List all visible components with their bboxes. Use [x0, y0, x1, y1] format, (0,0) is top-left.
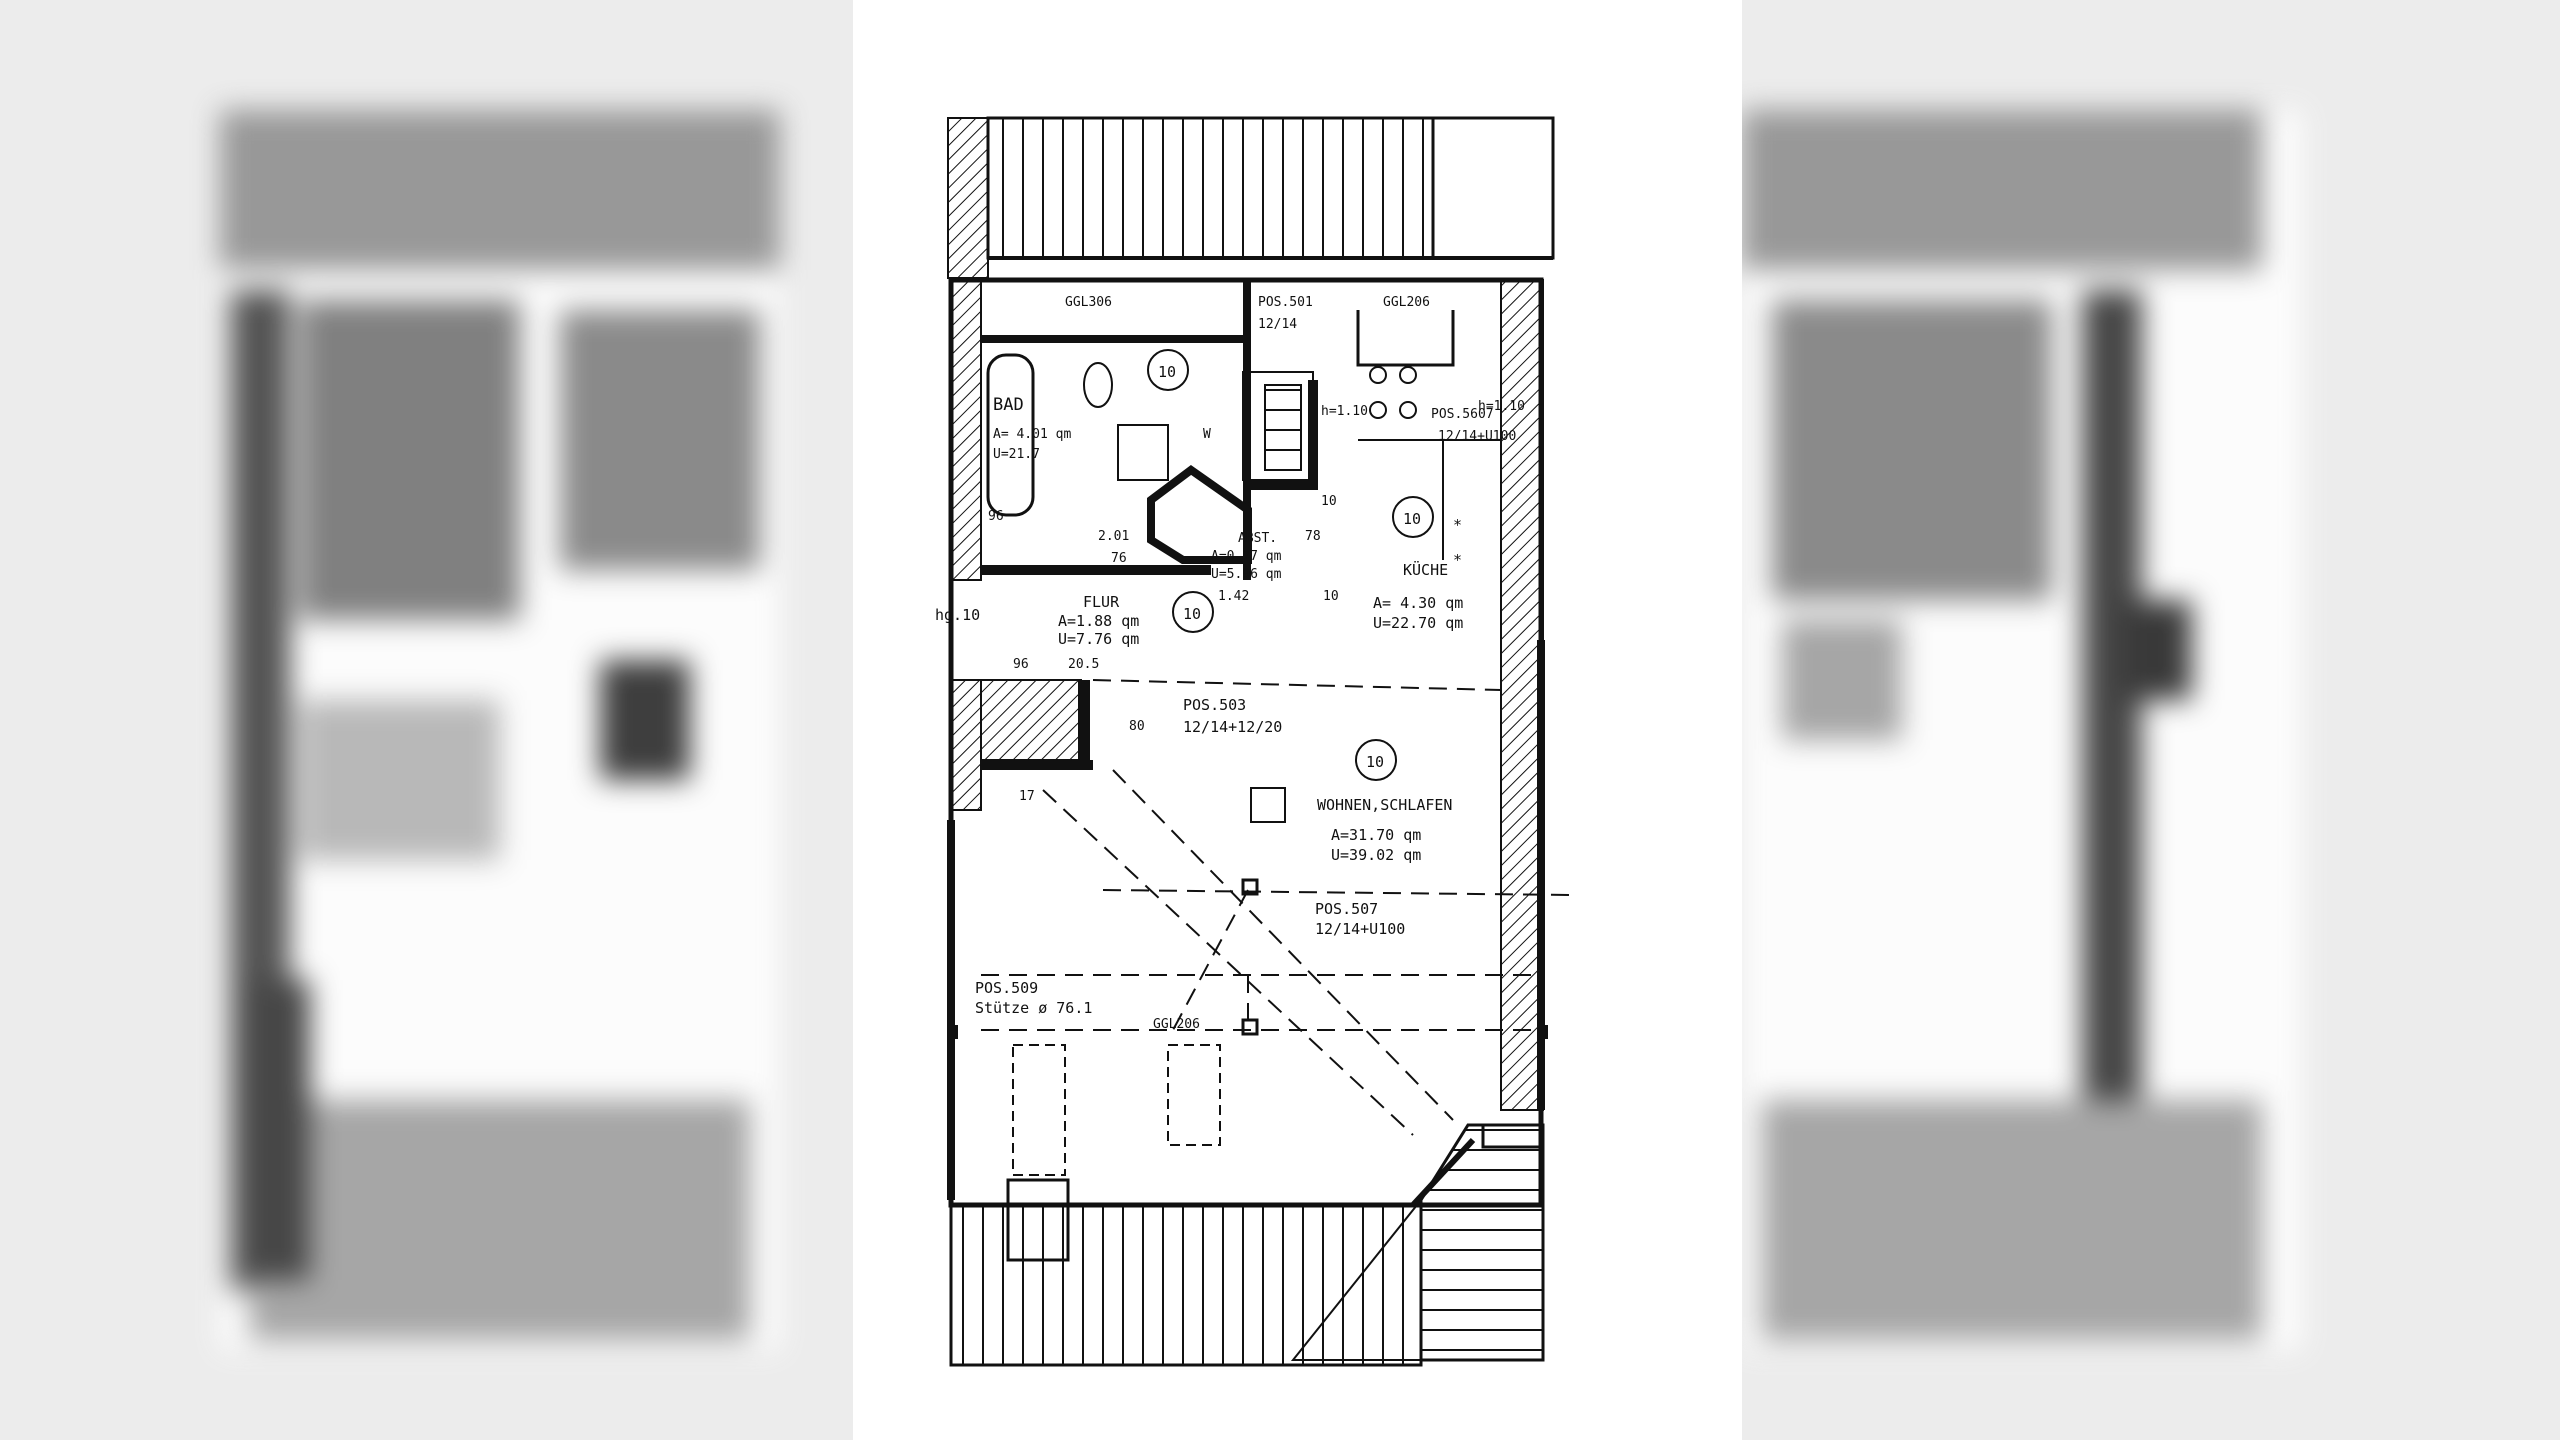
room-label-bad: BAD: [993, 395, 1024, 415]
svg-text:10: 10: [1158, 363, 1176, 381]
room-label-wohnen: WOHNEN,SCHLAFEN: [1317, 796, 1452, 814]
bathroom-fixtures: [986, 353, 1169, 517]
dim-78: 78: [1305, 529, 1321, 544]
dim-h110b: h=1.10: [1478, 399, 1525, 414]
label-hg10: hg.10: [935, 606, 980, 624]
svg-text:*: *: [1453, 551, 1462, 569]
label-pos507: POS.507: [1315, 900, 1378, 918]
dim-96a: 96: [988, 509, 1004, 524]
dim-205: 20.5: [1068, 657, 1099, 672]
label-ggl206-top: GGL206: [1383, 295, 1430, 310]
room-area-wohnen: A=31.70 qm: [1331, 826, 1421, 844]
label-ggl206-bottom: GGL206: [1153, 1017, 1200, 1032]
dim-142: 1.42: [1218, 589, 1249, 604]
dim-10b: 10: [1321, 494, 1337, 509]
roof-bottom: [949, 1123, 1545, 1367]
roof-top: [947, 116, 1555, 279]
label-stuetze: Stütze ø 76.1: [975, 999, 1092, 1017]
dim-96b: 96: [1013, 657, 1029, 672]
room-marker-bad: 10: [1147, 349, 1189, 391]
label-pos503: POS.503: [1183, 696, 1246, 714]
dim-201: 2.01: [1098, 529, 1129, 544]
room-marker-wohnen: 10: [1355, 739, 1397, 781]
blurred-background-right: [1742, 0, 2560, 1440]
label-ggl306: GGL306: [1065, 295, 1112, 310]
room-area-bad: A= 4.01 qm: [993, 427, 1071, 442]
room-label-flur: FLUR: [1083, 593, 1120, 611]
room-area-flur: A=1.88 qm: [1058, 612, 1139, 630]
dim-h110: h=1.10: [1321, 404, 1368, 419]
label-pos501-dim: 12/14: [1258, 317, 1297, 332]
floor-plan-drawing: * *: [935, 116, 1574, 1367]
room-marker-flur: 10: [1172, 591, 1214, 633]
room-marker-kueche: 10: [1392, 496, 1434, 538]
svg-text:10: 10: [1366, 753, 1384, 771]
dim-17: 17: [1019, 789, 1035, 804]
room-perimeter-wohnen: U=39.02 qm: [1331, 846, 1421, 864]
svg-text:*: *: [1453, 516, 1462, 534]
label-pos503-dim: 12/14+12/20: [1183, 718, 1282, 736]
room-perimeter-flur: U=7.76 qm: [1058, 630, 1139, 648]
label-pos5607-dim: 12/14+U100: [1438, 429, 1516, 444]
room-area-abst: A=0.77 qm: [1211, 549, 1282, 564]
room-label-kueche: KÜCHE: [1403, 560, 1448, 579]
dim-10a: 10: [1323, 589, 1339, 604]
room-perimeter-abst: U=5.96 qm: [1211, 567, 1282, 582]
interior-walls: [980, 280, 1318, 770]
label-pos5607: POS.5607: [1431, 407, 1494, 422]
label-pos507-dim: 12/14+U100: [1315, 920, 1405, 938]
dim-80: 80: [1129, 719, 1145, 734]
dim-76: 76: [1111, 551, 1127, 566]
label-pos509: POS.509: [975, 979, 1038, 997]
svg-text:10: 10: [1403, 510, 1421, 528]
columns: [948, 787, 1548, 1039]
floor-plan-panel: * *: [853, 0, 1742, 1440]
label-pos501: POS.501: [1258, 295, 1313, 310]
room-perimeter-kueche: U=22.70 qm: [1373, 614, 1463, 632]
blurred-background-left: [0, 0, 853, 1440]
room-perimeter-bad: U=21.7: [993, 447, 1040, 462]
label-w: W: [1203, 427, 1211, 442]
kitchen-stair: [1264, 384, 1302, 471]
svg-text:10: 10: [1183, 605, 1201, 623]
room-area-kueche: A= 4.30 qm: [1373, 594, 1463, 612]
kitchen-counter: * *: [1356, 310, 1501, 569]
room-label-abst: ABST.: [1238, 531, 1277, 546]
